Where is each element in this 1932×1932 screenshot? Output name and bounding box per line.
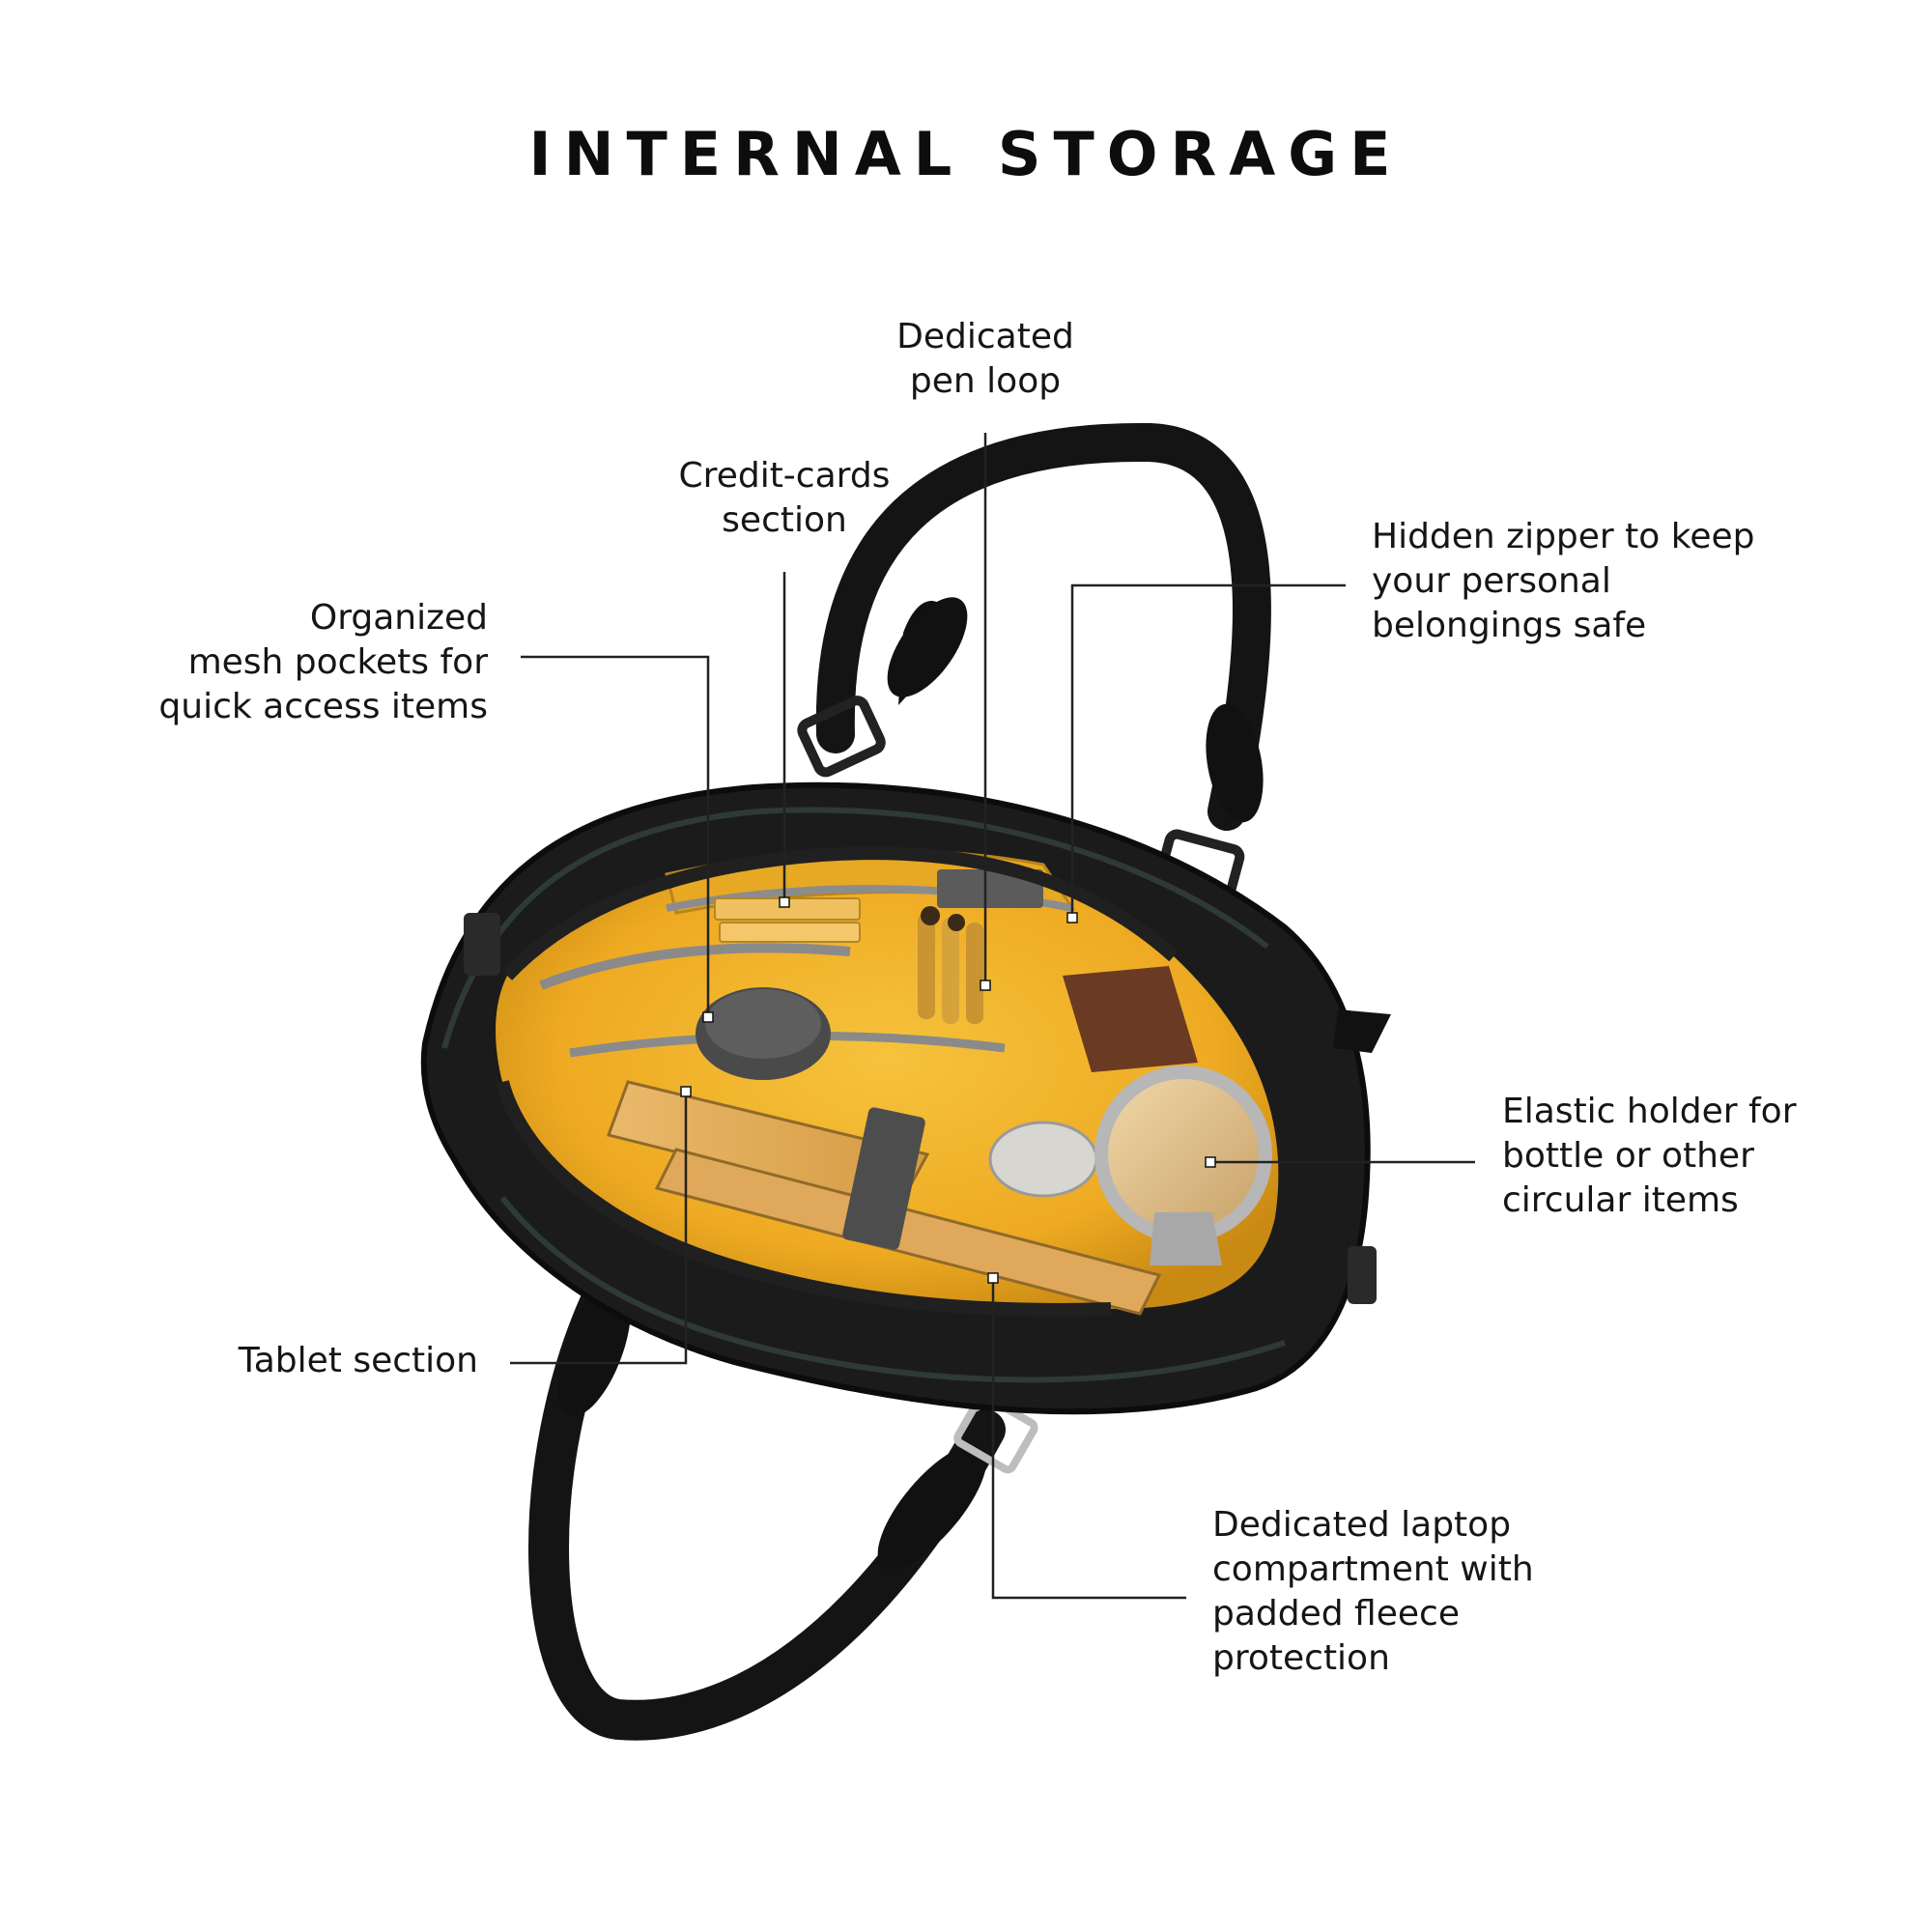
callout-elastic-holder-line-1: Elastic holder for <box>1502 1092 1797 1131</box>
callout-pen-loop: Dedicated pen loop <box>850 315 1121 404</box>
callout-hidden-zipper-line-3: belongings safe <box>1372 606 1647 645</box>
callout-elastic-holder-line-2: bottle or other <box>1502 1136 1754 1176</box>
callout-laptop-line-2: compartment with <box>1212 1549 1534 1589</box>
callout-mesh-pockets-line-2: mesh pockets for <box>187 642 488 682</box>
callout-pen-loop-line-2: pen loop <box>909 361 1062 401</box>
callout-pen-loop-line-1: Dedicated <box>896 317 1074 356</box>
top-handle <box>797 422 1271 906</box>
callout-hidden-zipper-line-2: your personal <box>1372 561 1611 601</box>
callout-laptop-line-1: Dedicated laptop <box>1212 1505 1512 1545</box>
callout-tablet: Tablet section <box>145 1339 478 1383</box>
callout-laptop-line-3: padded fleece <box>1212 1594 1460 1634</box>
leader-lines <box>510 433 1475 1600</box>
callout-laptop-line-4: protection <box>1212 1638 1390 1678</box>
callout-mesh-pockets-line-3: quick access items <box>158 687 488 726</box>
leader-hidden-zipper <box>1070 583 1346 918</box>
callout-hidden-zipper-line-1: Hidden zipper to keep <box>1372 517 1755 556</box>
leader-tablet <box>510 1092 688 1365</box>
leader-dots <box>680 896 1216 1284</box>
callout-elastic-holder-line-3: circular items <box>1502 1180 1739 1220</box>
leader-laptop <box>991 1278 1186 1600</box>
callout-credit-cards: Credit-cards section <box>649 454 920 543</box>
callout-credit-cards-line-2: section <box>722 500 847 540</box>
callout-mesh-pockets-line-1: Organized <box>309 598 488 638</box>
callout-credit-cards-line-1: Credit-cards <box>678 456 891 496</box>
callout-mesh-pockets: Organized mesh pockets for quick access … <box>116 596 488 729</box>
callout-laptop: Dedicated laptop compartment with padded… <box>1212 1503 1534 1681</box>
callout-elastic-holder: Elastic holder for bottle or other circu… <box>1502 1090 1797 1223</box>
leader-mesh-pockets <box>521 655 710 1017</box>
callout-tablet-line-1: Tablet section <box>238 1341 478 1380</box>
page-title: INTERNAL STORAGE <box>528 119 1404 189</box>
callout-hidden-zipper: Hidden zipper to keep your personal belo… <box>1372 515 1754 648</box>
